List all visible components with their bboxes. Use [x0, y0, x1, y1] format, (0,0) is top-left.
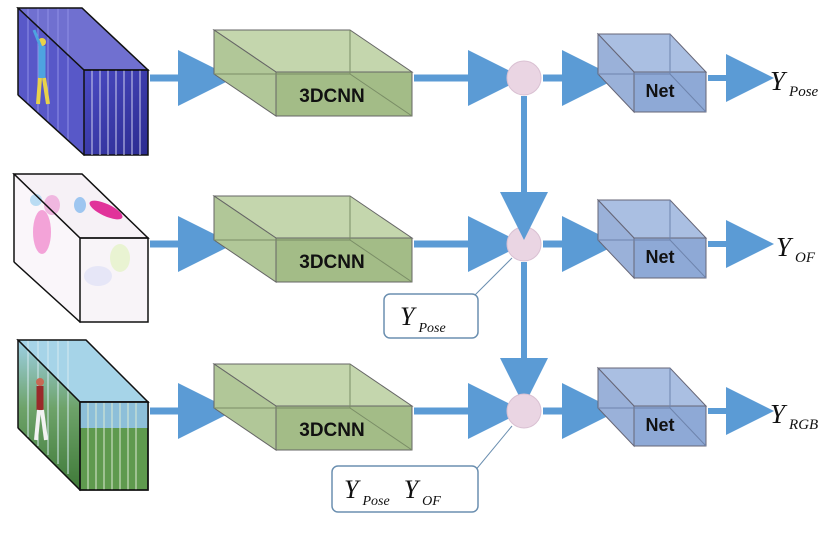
cnn-block-pose: 3DCNN	[212, 29, 414, 117]
pose-figure-icon	[32, 29, 50, 105]
callout-rgb-term1-main: Y	[344, 475, 361, 504]
output-sub-of: OF	[795, 250, 816, 266]
callout-pointer-of	[471, 257, 513, 299]
callout-rgb-term2-sub: OF	[422, 494, 441, 509]
cnn-label-rgb: 3DCNN	[299, 420, 364, 441]
cnn-block-rgb: 3DCNN	[212, 363, 414, 451]
optical-flow-frames-stack	[12, 172, 150, 324]
callout-rgb-term2-main: Y	[404, 475, 421, 504]
net-block-pose: Net	[596, 32, 708, 114]
net-block-rgb: Net	[596, 366, 708, 448]
fusion-node-rgb	[506, 393, 542, 429]
cnn-block-of: 3DCNN	[212, 195, 414, 283]
output-main-rgb: Y	[770, 399, 788, 429]
fusion-node-pose	[506, 60, 542, 96]
callout-box-rgb	[331, 465, 479, 513]
net-block-of: Net	[596, 198, 708, 280]
output-main-of: Y	[776, 232, 794, 262]
callout-of-term1-sub: Pose	[417, 321, 445, 336]
net-label-rgb: Net	[645, 415, 674, 435]
fusion-node-of	[506, 226, 542, 262]
output-main-pose: Y	[770, 66, 788, 96]
cnn-label-pose: 3DCNN	[299, 86, 364, 107]
pose-frames-stack	[16, 6, 150, 157]
net-label-of: Net	[645, 247, 674, 267]
flow-blob-icon	[30, 194, 130, 286]
cnn-label-of: 3DCNN	[299, 252, 364, 273]
callout-of-term1-main: Y	[400, 302, 417, 331]
golfer-icon	[34, 378, 48, 441]
output-sub-rgb: RGB	[788, 417, 818, 433]
net-label-pose: Net	[645, 81, 674, 101]
output-sub-pose: Pose	[788, 84, 819, 100]
rgb-frames-stack	[16, 338, 150, 492]
callout-rgb-term1-sub: Pose	[361, 494, 389, 509]
callout-pointer-rgb	[473, 425, 513, 473]
callout-box-of	[383, 293, 479, 339]
